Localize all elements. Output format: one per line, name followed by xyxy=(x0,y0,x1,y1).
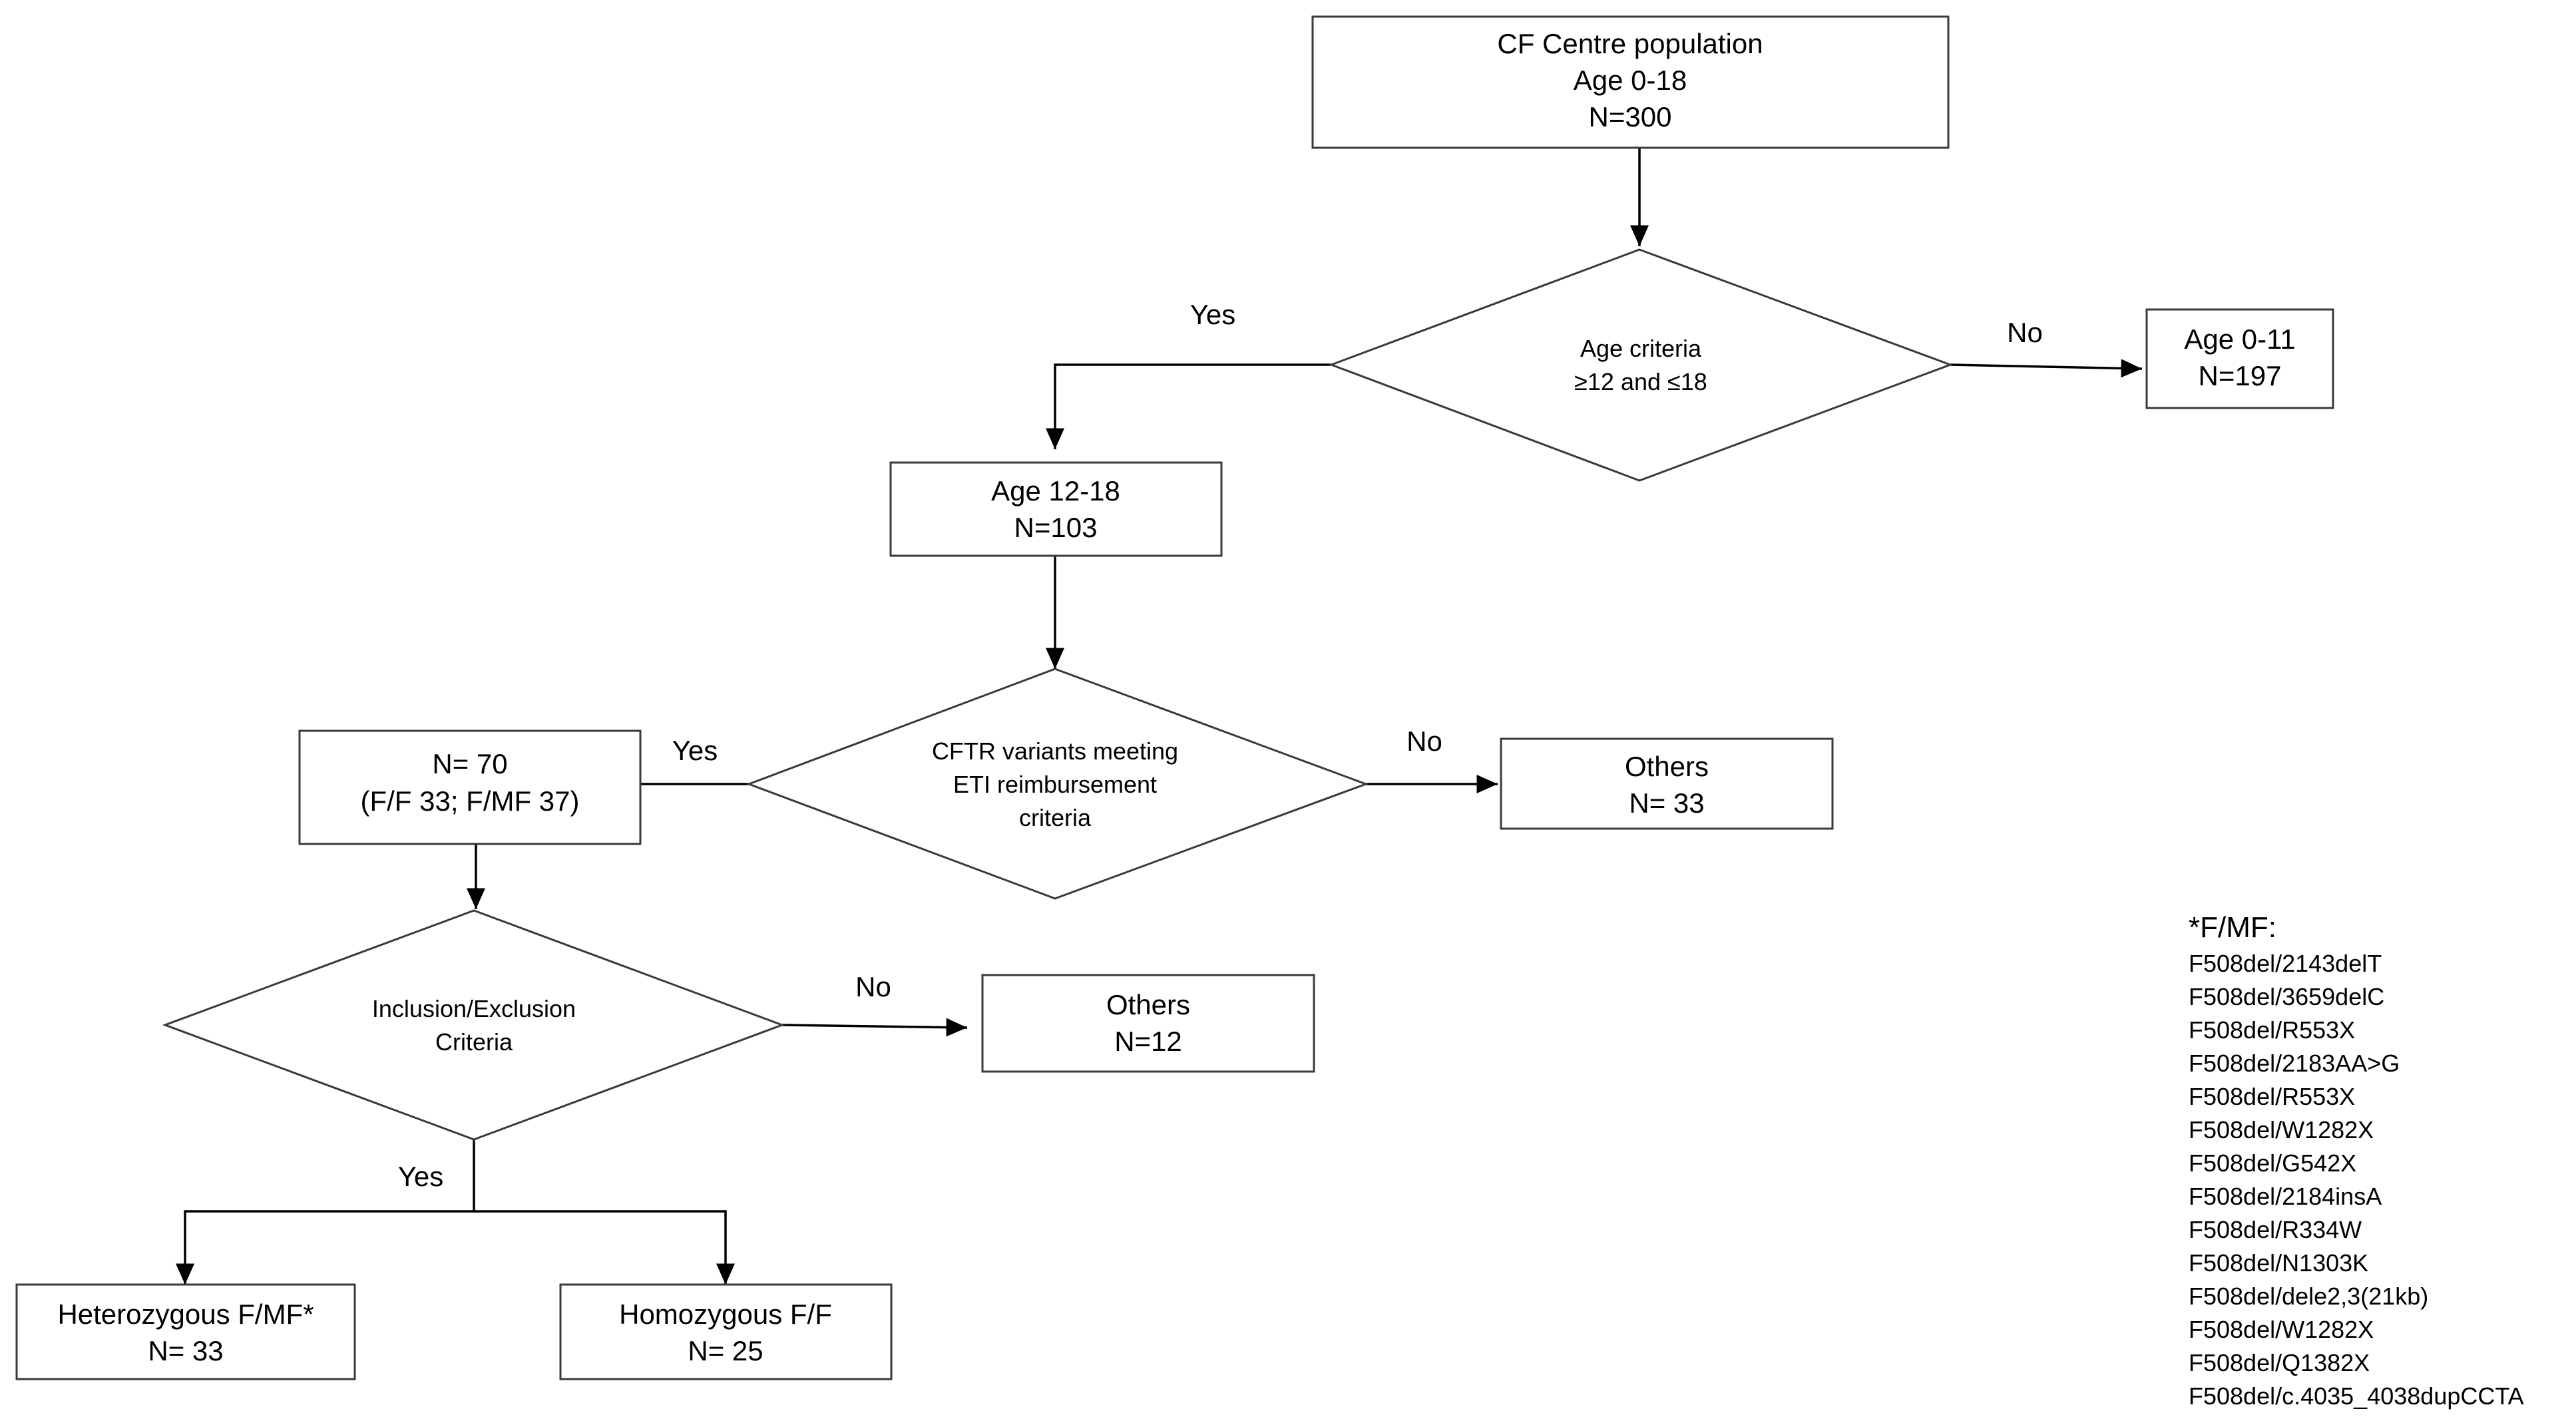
node-others-12: Others N=12 xyxy=(981,974,1315,1073)
node-age-12-18-line-1: Age 12-18 xyxy=(991,475,1120,507)
node-others-33: Others N= 33 xyxy=(1500,737,1834,830)
node-age-0-11: Age 0-11 N=197 xyxy=(2145,308,2334,409)
arrow-to-homozygous xyxy=(474,1210,735,1285)
footnote: *F/MF: F508del/2143delT F508del/3659delC… xyxy=(2189,911,2524,1410)
label-age-no: No xyxy=(2007,317,2043,348)
node-age-0-11-line-2: N=197 xyxy=(2199,360,2282,391)
decision-inclusion-line-2: Criteria xyxy=(435,1028,513,1056)
decision-inclusion-line-1: Inclusion/Exclusion xyxy=(372,995,576,1022)
footnote-item: F508del/R553X xyxy=(2189,1016,2355,1044)
footnote-item: F508del/W1282X xyxy=(2189,1316,2374,1343)
node-others-33-line-1: Others xyxy=(1625,751,1709,782)
footnote-item: F508del/W1282X xyxy=(2189,1116,2374,1143)
footnote-item: F508del/2184insA xyxy=(2189,1183,2382,1210)
decision-cftr: CFTR variants meeting ETI reimbursement … xyxy=(746,668,1369,900)
node-n70-line-1: N= 70 xyxy=(432,748,507,779)
arrow-age-yes-to-age-12-18 xyxy=(1046,363,1331,449)
node-n70: N= 70 (F/F 33; F/MF 37) xyxy=(298,729,642,845)
decision-age-criteria-line-2: ≥12 and ≤18 xyxy=(1574,368,1707,395)
arrow-inclusion-no-to-others-12 xyxy=(781,1018,968,1037)
connectors xyxy=(176,148,2143,1285)
node-population-line-2: Age 0-18 xyxy=(1574,65,1687,96)
decision-cftr-line-3: criteria xyxy=(1019,804,1092,831)
arrow-to-heterozygous xyxy=(176,1210,474,1285)
node-heterozygous-line-1: Heterozygous F/MF* xyxy=(57,1299,314,1330)
arrow-age-no-to-age-0-11 xyxy=(1950,359,2143,378)
node-population: CF Centre population Age 0-18 N=300 xyxy=(1311,15,1950,149)
node-others-33-line-2: N= 33 xyxy=(1629,787,1704,819)
decision-age-criteria-line-1: Age criteria xyxy=(1580,335,1702,362)
footnote-item: F508del/R553X xyxy=(2189,1083,2355,1110)
label-inclusion-no: No xyxy=(855,971,891,1002)
footnote-item: F508del/3659delC xyxy=(2189,983,2384,1010)
label-age-yes: Yes xyxy=(1190,299,1236,330)
node-population-line-1: CF Centre population xyxy=(1497,28,1763,59)
label-inclusion-yes: Yes xyxy=(398,1161,444,1192)
decision-age-criteria: Age criteria ≥12 and ≤18 xyxy=(1328,248,1954,482)
node-age-12-18-line-2: N=103 xyxy=(1014,512,1098,543)
footnote-item: F508del/dele2,3(21kb) xyxy=(2189,1283,2428,1310)
node-heterozygous: Heterozygous F/MF* N= 33 xyxy=(15,1283,356,1380)
node-age-12-18: Age 12-18 N=103 xyxy=(889,461,1223,557)
node-homozygous-line-1: Homozygous F/F xyxy=(619,1299,832,1330)
node-heterozygous-line-2: N= 33 xyxy=(148,1335,223,1366)
edge-labels: Yes No Yes No No Yes xyxy=(398,299,2043,1192)
node-age-0-11-line-1: Age 0-11 xyxy=(2184,323,2295,355)
node-homozygous: Homozygous F/F N= 25 xyxy=(559,1283,893,1380)
label-cftr-no: No xyxy=(1406,725,1442,757)
node-others-12-line-2: N=12 xyxy=(1114,1026,1182,1057)
decision-cftr-line-1: CFTR variants meeting xyxy=(932,737,1178,765)
footnote-item: F508del/G542X xyxy=(2189,1149,2356,1177)
node-others-12-line-1: Others xyxy=(1106,989,1190,1020)
footnote-item: F508del/Q1382X xyxy=(2189,1349,2370,1376)
footnote-item: F508del/R334W xyxy=(2189,1216,2362,1243)
decision-cftr-line-2: ETI reimbursement xyxy=(953,771,1157,798)
node-population-line-3: N=300 xyxy=(1589,101,1672,132)
footnote-item: F508del/c.4035_4038dupCCTA xyxy=(2189,1382,2524,1410)
footnote-item: F508del/N1303K xyxy=(2189,1249,2368,1277)
footnote-item: F508del/2183AA>G xyxy=(2189,1050,2400,1077)
decision-inclusion: Inclusion/Exclusion Criteria xyxy=(162,909,785,1141)
footnote-title: *F/MF: xyxy=(2189,911,2276,944)
label-cftr-yes: Yes xyxy=(672,735,718,766)
node-homozygous-line-2: N= 25 xyxy=(688,1335,763,1366)
footnote-item: F508del/2143delT xyxy=(2189,950,2382,977)
node-n70-line-2: (F/F 33; F/MF 37) xyxy=(360,785,579,817)
